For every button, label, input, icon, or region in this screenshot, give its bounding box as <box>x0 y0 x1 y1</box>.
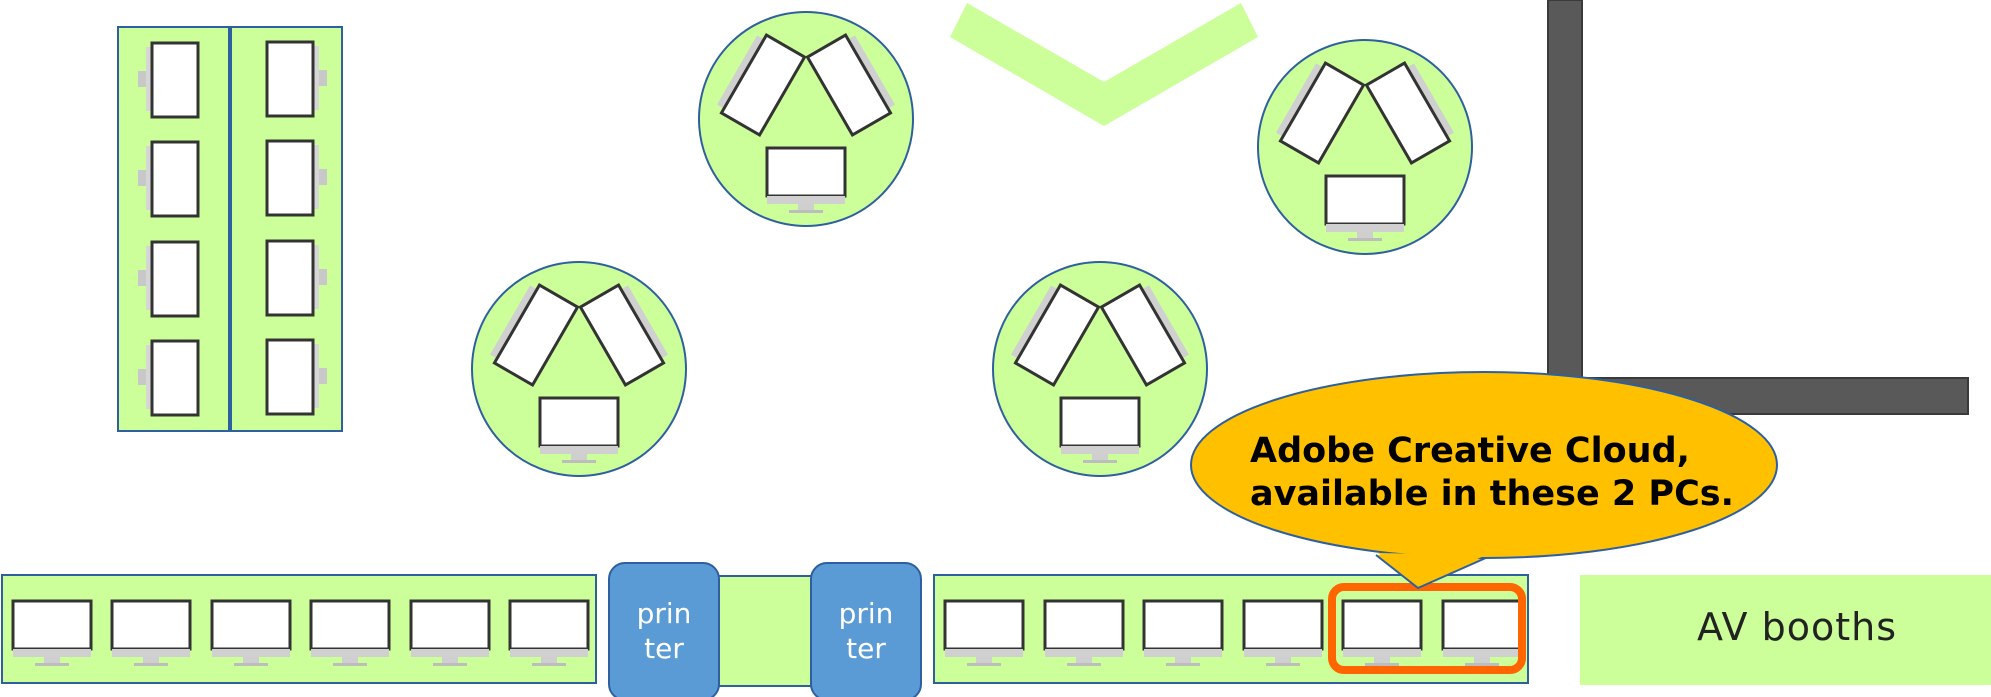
desktop-monitor-icon <box>309 599 391 668</box>
svg-text:ter: ter <box>846 632 886 665</box>
round-table-2 <box>1258 40 1472 254</box>
adobe-pcs-highlight <box>1328 583 1526 674</box>
printer-2: prin ter <box>810 562 922 697</box>
desktop-monitor-icon <box>1441 599 1523 668</box>
av-booths: AV booths <box>1580 575 1991 685</box>
svg-text:prin: prin <box>839 597 894 630</box>
desktop-monitor-icon <box>1341 599 1423 668</box>
desktop-monitor-icon <box>943 599 1025 668</box>
desktop-monitor-icon <box>1043 599 1125 668</box>
desktop-monitor-icon <box>1142 599 1224 668</box>
desktop-monitor-icon <box>409 599 491 668</box>
round-table-1 <box>699 12 913 226</box>
svg-text:ter: ter <box>644 632 684 665</box>
desktop-monitor-icon <box>210 599 292 668</box>
round-table-4 <box>993 262 1207 476</box>
av-booths-label: AV booths <box>1697 605 1897 649</box>
green-chevron-marker <box>950 3 1258 126</box>
printer-counter <box>715 575 813 687</box>
vertical-table-right <box>230 26 343 432</box>
desktop-monitor-icon <box>11 599 93 668</box>
desktop-monitor-icon <box>1242 599 1324 668</box>
adobe-callout: Adobe Creative Cloud, available in these… <box>1190 371 1778 590</box>
bottom-table-right <box>933 574 1529 684</box>
svg-text:prin: prin <box>637 597 692 630</box>
desktop-monitor-icon <box>110 599 192 668</box>
callout-line-2: available in these 2 PCs. <box>1250 474 1734 514</box>
round-table-3 <box>472 262 686 476</box>
wall <box>1547 0 1969 415</box>
bottom-table-left <box>1 574 597 684</box>
callout-line-1: Adobe Creative Cloud, <box>1250 431 1690 471</box>
desktop-monitor-icon <box>508 599 590 668</box>
printer-1: prin ter <box>608 562 720 697</box>
vertical-table-left <box>117 26 230 432</box>
